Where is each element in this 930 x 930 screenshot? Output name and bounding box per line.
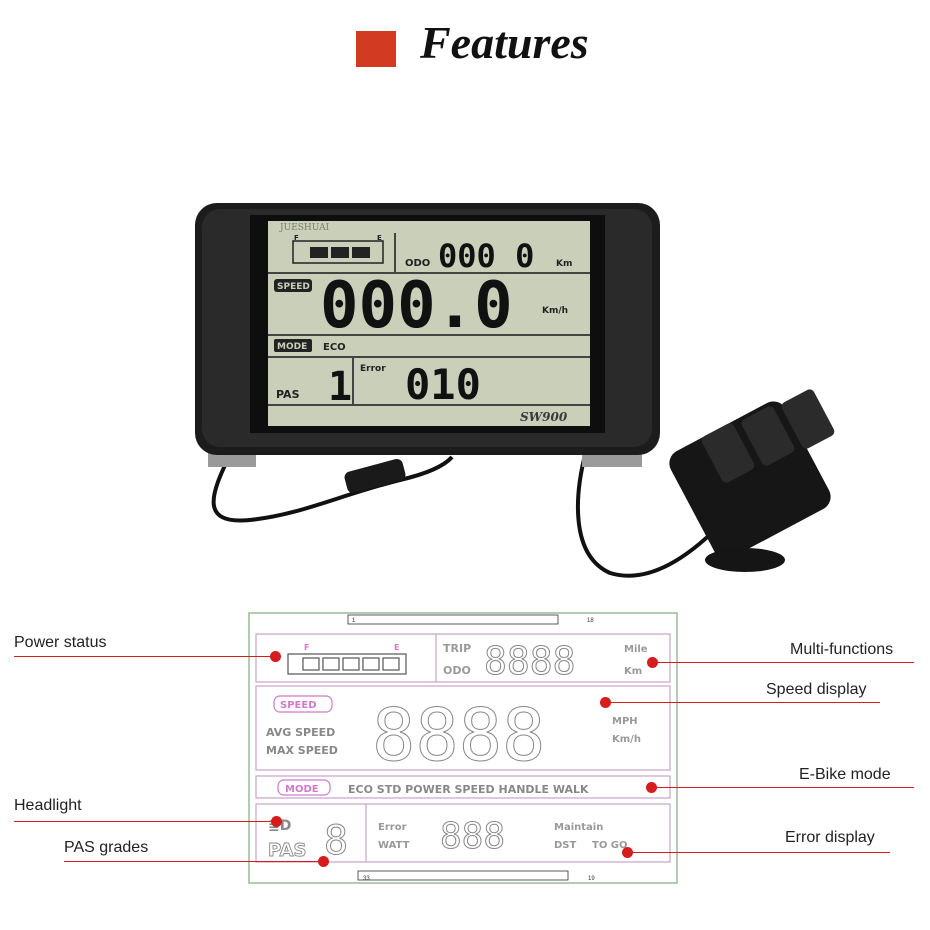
svg-text:8888: 8888 bbox=[484, 639, 576, 683]
marker-speed-display bbox=[600, 697, 611, 708]
leader-headlight bbox=[14, 821, 276, 822]
diagram-to-go: TO GO bbox=[592, 840, 628, 851]
marker-error-display bbox=[622, 847, 633, 858]
odo-value: 000 0 bbox=[438, 237, 534, 275]
speed-label: SPEED bbox=[277, 282, 310, 292]
diagram-pas: PAS bbox=[268, 840, 306, 861]
diagram-km: Km bbox=[624, 666, 642, 677]
diagram-battery-full: F bbox=[304, 643, 309, 652]
svg-text:8888: 8888 bbox=[372, 693, 545, 777]
leader-power-status bbox=[14, 656, 276, 657]
leader-ebike-mode bbox=[652, 787, 914, 788]
error-label: Error bbox=[360, 364, 386, 374]
diagram-avg-speed: AVG SPEED bbox=[266, 726, 335, 739]
odo-label: ODO bbox=[405, 258, 430, 269]
diagram-mph: MPH bbox=[612, 716, 638, 727]
speed-unit: Km/h bbox=[542, 306, 568, 316]
brand-label: JUESHUAI bbox=[279, 223, 330, 233]
bottom-pin-start: 33 bbox=[363, 876, 370, 882]
pas-label: PAS bbox=[276, 388, 300, 401]
marker-power-status bbox=[270, 651, 281, 662]
marker-headlight bbox=[271, 816, 282, 827]
diagram-watt: WATT bbox=[378, 840, 410, 851]
callout-headlight: Headlight bbox=[14, 797, 82, 814]
svg-text:888: 888 bbox=[440, 816, 505, 857]
diagram-mode: MODE bbox=[285, 784, 319, 795]
diagram-speed: SPEED bbox=[280, 700, 317, 711]
marker-multi-functions bbox=[647, 657, 658, 668]
error-value: 010 bbox=[405, 360, 481, 409]
diagram-trip: TRIP bbox=[443, 642, 471, 655]
mode-label: MODE bbox=[277, 342, 307, 352]
diagram-max-speed: MAX SPEED bbox=[266, 744, 338, 757]
display-product-photo: JUESHUAI F E ODO 000 0 Km SPEED 000.0 Km… bbox=[195, 203, 835, 578]
diagram-odo: ODO bbox=[443, 664, 471, 677]
marker-ebike-mode bbox=[646, 782, 657, 793]
leader-error-display bbox=[628, 852, 890, 853]
title-accent-square bbox=[356, 31, 396, 67]
leader-pas-grades bbox=[64, 861, 326, 862]
lcd-segment-diagram: 1 18 33 19 F E TRIP ODO 8888 Mile Km SPE… bbox=[248, 612, 678, 884]
diagram-mile: Mile bbox=[624, 644, 648, 655]
page-title: Features bbox=[420, 17, 589, 68]
callout-pas-grades: PAS grades bbox=[64, 839, 149, 856]
mode-value: ECO bbox=[323, 342, 346, 353]
diagram-error: Error bbox=[378, 822, 407, 833]
svg-text:8: 8 bbox=[324, 818, 348, 864]
callout-speed-display: Speed display bbox=[766, 681, 867, 698]
leader-speed-display bbox=[605, 702, 880, 703]
pas-value: 1 bbox=[328, 364, 352, 410]
odo-unit: Km bbox=[556, 259, 572, 269]
model-label: SW900 bbox=[520, 410, 568, 424]
diagram-battery-empty: E bbox=[394, 643, 399, 652]
top-pin-end: 18 bbox=[587, 618, 594, 624]
callout-ebike-mode: E-Bike mode bbox=[799, 766, 891, 783]
callout-multi-functions: Multi-functions bbox=[790, 641, 894, 658]
callout-power-status: Power status bbox=[14, 634, 107, 651]
diagram-modes: ECO STD POWER SPEED HANDLE WALK bbox=[348, 783, 589, 796]
battery-empty-label: E bbox=[377, 234, 382, 242]
remote-control bbox=[669, 389, 835, 572]
battery-full-label: F bbox=[294, 234, 299, 242]
bottom-pin-end: 19 bbox=[588, 876, 595, 882]
diagram-kmh: Km/h bbox=[612, 734, 641, 745]
diagram-maintain: Maintain bbox=[554, 822, 603, 833]
marker-pas-grades bbox=[318, 856, 329, 867]
diagram-dst: DST bbox=[554, 840, 577, 851]
speed-value: 000.0 bbox=[320, 269, 513, 343]
callout-error-display: Error display bbox=[785, 829, 875, 846]
leader-multi-functions bbox=[652, 662, 914, 663]
top-pin-start: 1 bbox=[352, 618, 356, 624]
